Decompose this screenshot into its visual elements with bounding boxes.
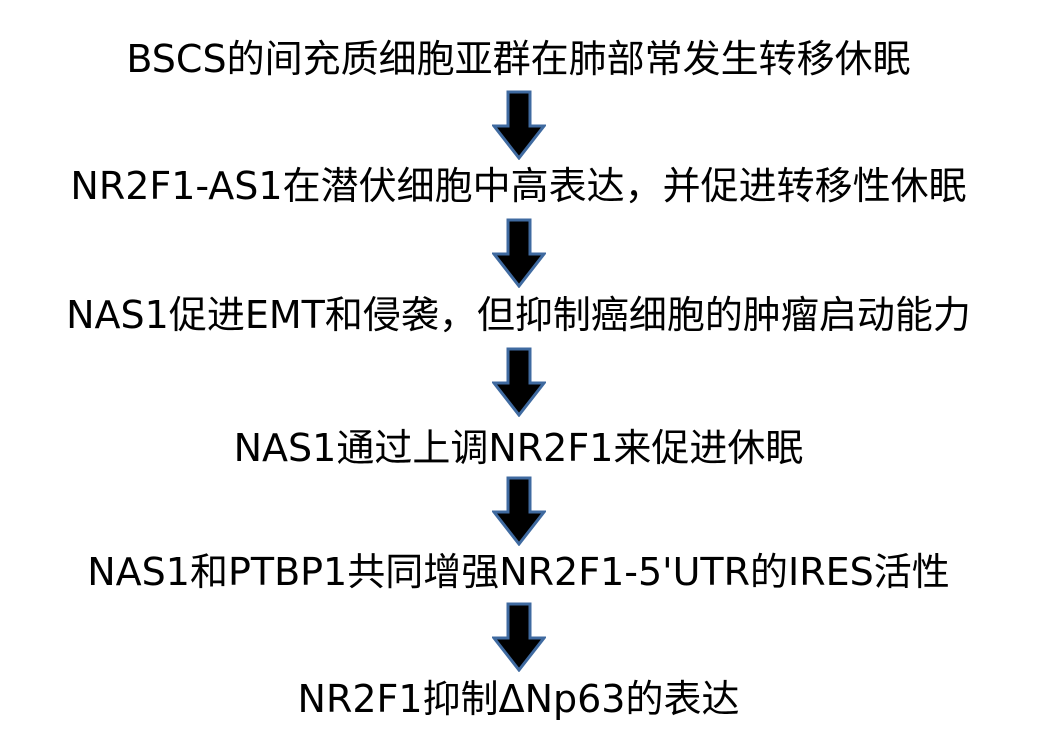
flow-step-4: NAS1通过上调NR2F1来促进休眠 — [233, 426, 804, 470]
down-arrow-icon — [492, 602, 546, 672]
flow-step-1: BSCS的间充质细胞亚群在肺部常发生转移休眠 — [126, 37, 911, 81]
flow-step-6: NR2F1抑制ΔNp63的表达 — [297, 677, 740, 721]
down-arrow-icon — [492, 218, 546, 288]
down-arrow-icon — [492, 476, 546, 546]
flow-step-2: NR2F1-AS1在潜伏细胞中高表达，并促进转移性休眠 — [70, 164, 967, 208]
flow-step-5: NAS1和PTBP1共同增强NR2F1-5'UTR的IRES活性 — [87, 550, 950, 594]
flow-step-3: NAS1促进EMT和侵袭，但抑制癌细胞的肿瘤启动能力 — [66, 293, 971, 337]
down-arrow-icon — [492, 90, 546, 160]
down-arrow-icon — [492, 347, 546, 417]
